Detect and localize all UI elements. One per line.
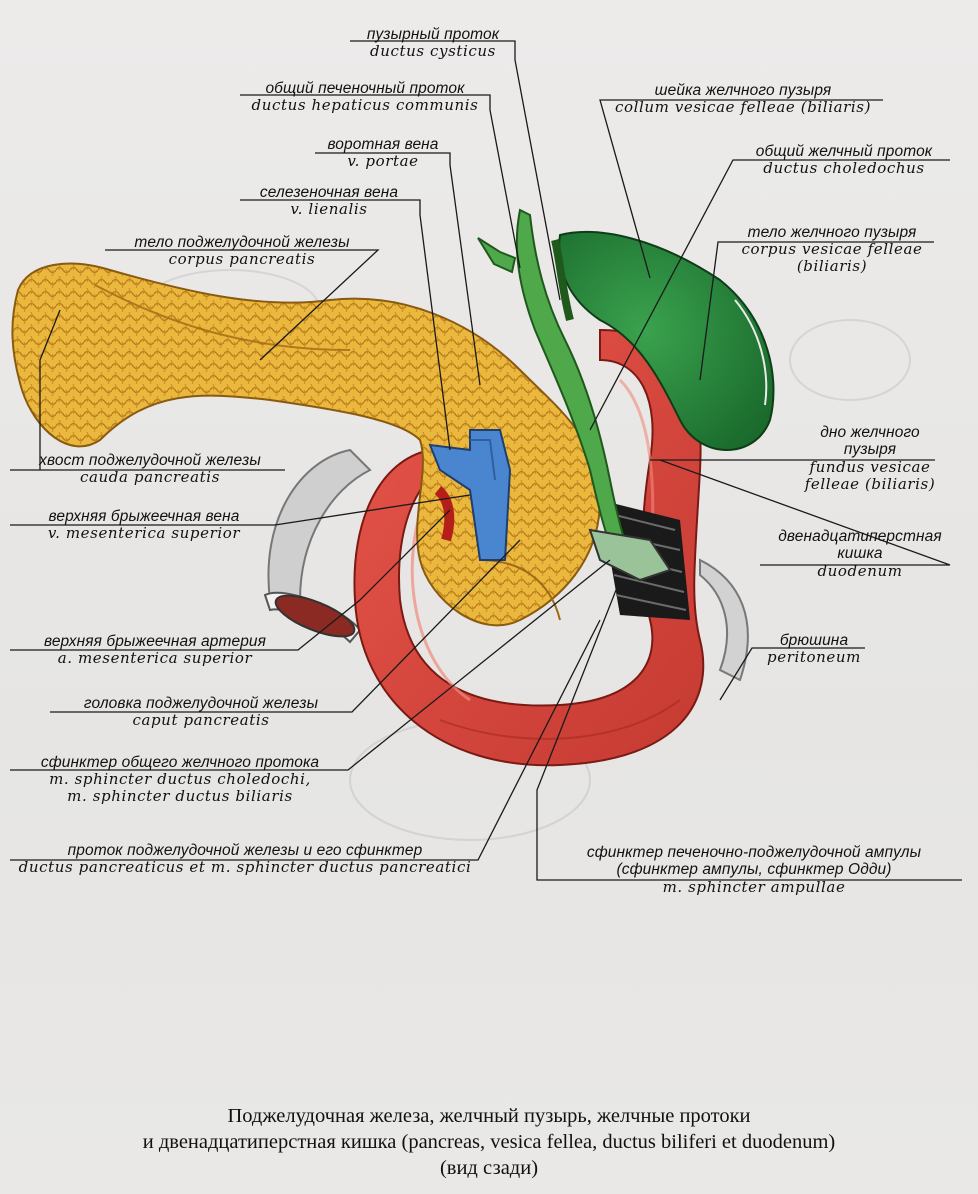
label-ru: брюшина (779, 632, 849, 649)
label-ru: хвост поджелудочной железы (39, 452, 261, 469)
figure-caption: Поджелудочная железа, желчный пузырь, же… (0, 1104, 978, 1181)
label-la: ductus choledochus (763, 159, 925, 178)
label-ru: пузырный проток (366, 26, 500, 43)
portal-vein-shape (428, 429, 512, 561)
label-ductus-pancreaticus: проток поджелудочной железы и его сфинкт… (10, 842, 480, 876)
label-ru: дно желчного (820, 424, 920, 441)
label-ductus-choledochus: общий желчный проток ductus choledochus (735, 143, 953, 177)
label-ru: верхняя брыжеечная артерия (43, 633, 267, 650)
label-la: v. portae (347, 152, 419, 171)
label-ductus-cysticus: пузырный проток ductus cysticus (350, 26, 516, 60)
caption-line-1: Поджелудочная железа, желчный пузырь, же… (227, 1105, 751, 1127)
bile-ducts-shape (477, 208, 672, 582)
label-ru: тело желчного пузыря (747, 224, 917, 241)
label-ru: проток поджелудочной железы и его сфинкт… (67, 842, 423, 859)
label-ru: пузыря (843, 441, 897, 459)
label-la: corpus pancreatis (168, 250, 316, 269)
label-vena-mesenterica: верхняя брыжеечная вена v. mesenterica s… (10, 508, 278, 542)
leader-lines (10, 40, 962, 881)
caption-line-2: и двенадцатиперстная кишка (pancreas, ve… (142, 1130, 836, 1153)
label-sphincter-ampullae: сфинктер печеночно-поджелудочной ампулы … (540, 844, 968, 896)
label-ru: тело поджелудочной железы (134, 234, 350, 251)
peritoneum-shape (263, 448, 749, 682)
label-la: a. mesenterica superior (57, 649, 253, 668)
label-la: m. sphincter ductus choledochi, (49, 770, 311, 789)
label-ru: головка поджелудочной железы (83, 695, 319, 712)
label-la: m. sphincter ductus biliaris (67, 787, 293, 806)
label-vena-portae: воротная вена v. portae (312, 136, 454, 170)
label-ru: (сфинктер ампулы, сфинктер Одди) (616, 861, 892, 879)
label-ru: шейка желчного пузыря (654, 82, 832, 99)
label-la: ductus cysticus (370, 42, 496, 61)
label-ru: сфинктер печеночно-поджелудочной ампулы (586, 844, 922, 861)
label-sphincter-choledochi: сфинктер общего желчного протока m. sphi… (10, 754, 350, 805)
label-la: cauda pancreatis (79, 468, 221, 487)
label-peritoneum: брюшина peritoneum (756, 632, 872, 666)
label-cauda-pancreatis: хвост поджелудочной железы cauda pancrea… (10, 452, 290, 486)
label-ru: сфинктер общего желчного протока (40, 754, 320, 771)
label-la: caput pancreatis (132, 711, 270, 730)
label-collum-vesicae: шейка желчного пузыря collum vesicae fel… (598, 82, 888, 116)
label-la: v. lienalis (290, 200, 368, 219)
label-caput-pancreatis: головка поджелудочной железы caput pancr… (48, 695, 354, 729)
label-ru: общий желчный проток (755, 143, 933, 160)
label-la: m. sphincter ampullae (662, 877, 846, 896)
label-la: fundus vesicae (809, 457, 931, 476)
label-fundus-vesicae: дно желчного пузыря fundus vesicae felle… (790, 424, 950, 492)
label-la: felleae (biliaris) (804, 474, 936, 493)
caption-line-3: (вид сзади) (439, 1156, 539, 1179)
label-la: corpus vesicae felleae (741, 240, 923, 259)
pancreas-shape (11, 262, 602, 627)
label-la: v. mesenterica superior (47, 524, 241, 543)
label-ru: общий печеночный проток (265, 80, 465, 97)
label-duodenum: двенадцатиперстная кишка duodenum (760, 528, 960, 580)
label-ru: селезеночная вена (259, 184, 399, 201)
label-vena-lienalis: селезеночная вена v. lienalis (236, 184, 422, 218)
label-ru: воротная вена (327, 136, 439, 153)
label-la: duodenum (817, 561, 903, 580)
label-la: peritoneum (767, 648, 861, 667)
label-la: ductus pancreaticus et m. sphincter duct… (18, 858, 472, 877)
label-corpus-pancreatis: тело поджелудочной железы corpus pancrea… (104, 234, 380, 268)
label-corpus-vesicae: тело желчного пузыря corpus vesicae fell… (728, 224, 936, 275)
label-la: collum vesicae felleae (biliaris) (614, 98, 872, 117)
label-ru: верхняя брыжеечная вена (48, 508, 240, 525)
label-ductus-hepaticus: общий печеночный проток ductus hepaticus… (238, 80, 492, 114)
label-la: (biliaris) (796, 257, 868, 276)
label-ru: двенадцатиперстная (778, 528, 942, 545)
label-arteria-mesenterica: верхняя брыжеечная артерия a. mesenteric… (10, 633, 300, 667)
label-la: ductus hepaticus communis (251, 96, 479, 115)
label-ru: кишка (837, 545, 883, 563)
